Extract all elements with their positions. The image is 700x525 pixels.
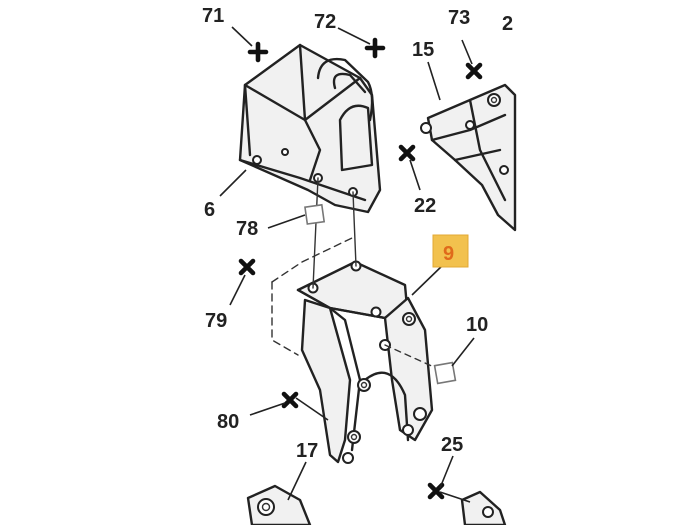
cross-marker-icon <box>465 62 483 80</box>
part-6-upper-mount <box>238 43 382 214</box>
label-22: 22 <box>414 195 436 217</box>
label-71: 71 <box>202 5 224 27</box>
part-9-lower-bracket <box>296 260 434 464</box>
label-80: 80 <box>217 411 239 433</box>
label-2: 2 <box>502 13 513 35</box>
label-17: 17 <box>296 440 318 462</box>
label-78: 78 <box>236 218 258 240</box>
label-25: 25 <box>441 434 463 456</box>
part-17-link <box>246 484 312 525</box>
label-73: 73 <box>448 7 470 29</box>
part-15-housing <box>420 83 517 232</box>
square-bolt-icon <box>433 361 457 385</box>
label-9: 9 <box>443 243 454 265</box>
cross-marker-icon <box>398 144 416 162</box>
cross-marker-icon <box>247 41 269 63</box>
cross-marker-icon <box>364 37 386 59</box>
label-72: 72 <box>314 11 336 33</box>
square-bolt-icon <box>304 203 326 225</box>
highlight-box-9 <box>432 234 469 268</box>
label-79: 79 <box>205 310 227 332</box>
leader-lines <box>219 26 475 503</box>
label-10: 10 <box>466 314 488 336</box>
cross-marker-icon <box>281 391 299 409</box>
label-6: 6 <box>204 199 215 221</box>
label-15: 15 <box>412 39 434 61</box>
part-25-mount <box>460 490 507 525</box>
cross-marker-icon <box>238 258 256 276</box>
